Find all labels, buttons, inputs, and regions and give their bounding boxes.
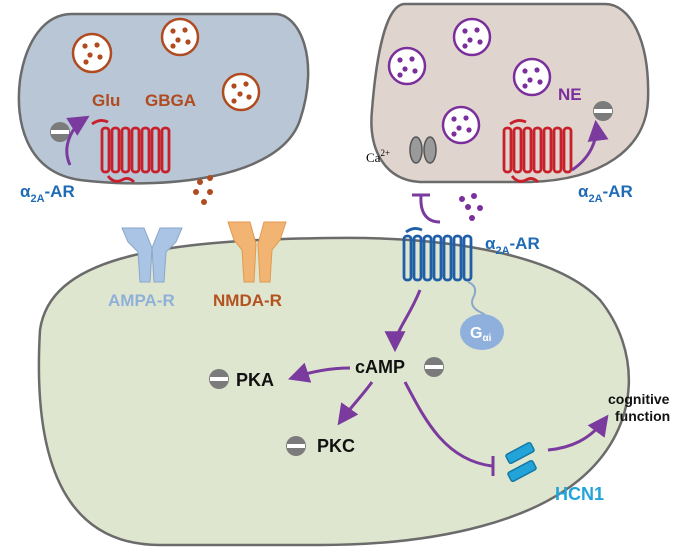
- ne-label: NE: [558, 85, 582, 104]
- nmda-receptor: [227, 221, 287, 283]
- glu-label: Glu: [92, 91, 120, 110]
- glutamate-vesicle: [71, 32, 113, 74]
- feedback-arrow-right: [571, 119, 609, 172]
- pka-label: PKA: [236, 370, 274, 390]
- glutamate-vesicle: [221, 72, 261, 112]
- ne-vesicle: [441, 105, 481, 145]
- hcn1-label: HCN1: [555, 484, 604, 504]
- camp-label: cAMP: [355, 357, 405, 377]
- ne-vesicle: [512, 57, 552, 97]
- cognitive-function-label: cognitive function: [608, 391, 673, 424]
- ampa-label: AMPA-R: [108, 291, 175, 310]
- ne-vesicle: [452, 17, 492, 57]
- g-alpha-i-protein: Gαi: [460, 314, 504, 350]
- gaba-label: GBGA: [145, 91, 196, 110]
- svg-text:Gαi: Gαi: [470, 325, 492, 344]
- ne-vesicle: [387, 46, 427, 86]
- pkc-label: PKC: [317, 436, 355, 456]
- receptor-to-camp-arrow: [384, 289, 422, 353]
- released-ne: [459, 193, 483, 221]
- alpha2a-ar-label-right: α2A-AR: [578, 182, 633, 205]
- gaba-vesicle: [160, 17, 200, 57]
- alpha2a-receptor-right: [502, 119, 573, 184]
- inhibition-symbol: [424, 357, 444, 377]
- inhibition-symbol: [209, 369, 229, 389]
- calcium-channel: [409, 136, 437, 164]
- released-glutamate: [193, 175, 213, 205]
- alpha2a-receptor-post: [402, 227, 473, 282]
- inhibition-symbol: [286, 436, 306, 456]
- alpha2a-ar-label-left: α2A-AR: [20, 182, 75, 205]
- alpha2a-receptor-left: [91, 119, 171, 184]
- camp-to-pkc-arrow: [337, 381, 374, 426]
- hcn1-channel: [505, 441, 537, 483]
- postsynaptic-neuron: [37, 236, 631, 547]
- inhibition-symbol: [593, 101, 613, 121]
- camp-inhibits-hcn1: [403, 381, 495, 476]
- feedback-arrow-left: [65, 115, 90, 166]
- inhibition-symbol: [50, 122, 70, 142]
- nmda-label: NMDA-R: [213, 291, 282, 310]
- calcium-inhibition: [412, 193, 441, 224]
- hcn1-to-cognition-arrow: [547, 414, 609, 452]
- calcium-label: Ca2+: [366, 148, 390, 165]
- ampa-receptor: [121, 227, 183, 283]
- alpha2a-ar-label-post: α2A-AR: [485, 234, 540, 257]
- camp-to-pka-arrow: [288, 362, 351, 383]
